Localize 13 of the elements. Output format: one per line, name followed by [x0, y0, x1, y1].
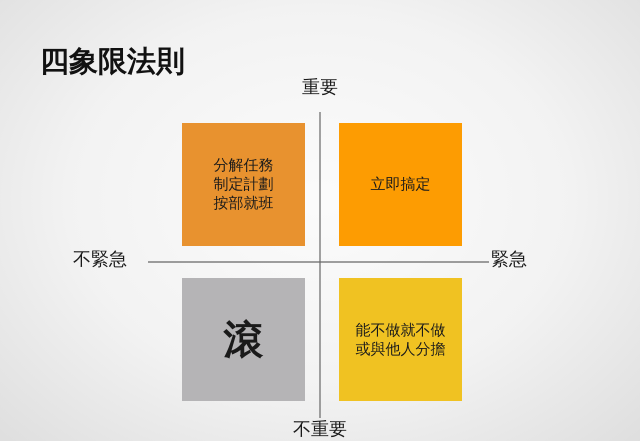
quadrant-box	[339, 278, 462, 401]
axis-label: 重要	[302, 77, 338, 99]
axis-label: 不緊急	[73, 249, 127, 271]
quadrant-text: 滾	[222, 316, 264, 364]
quadrant-box	[182, 123, 305, 246]
quadrant-text: 能不做就不做或與他人分擔	[354, 320, 446, 358]
axis-label: 不重要	[293, 419, 347, 441]
slide-title: 四象限法則	[40, 44, 185, 79]
quadrant-box	[339, 123, 462, 246]
quadrant-text: 立即搞定	[370, 175, 432, 194]
quadrant-box	[182, 278, 305, 401]
axis-label: 緊急	[491, 249, 527, 271]
quadrant-text: 分解任務制定計劃按部就班	[212, 156, 274, 213]
